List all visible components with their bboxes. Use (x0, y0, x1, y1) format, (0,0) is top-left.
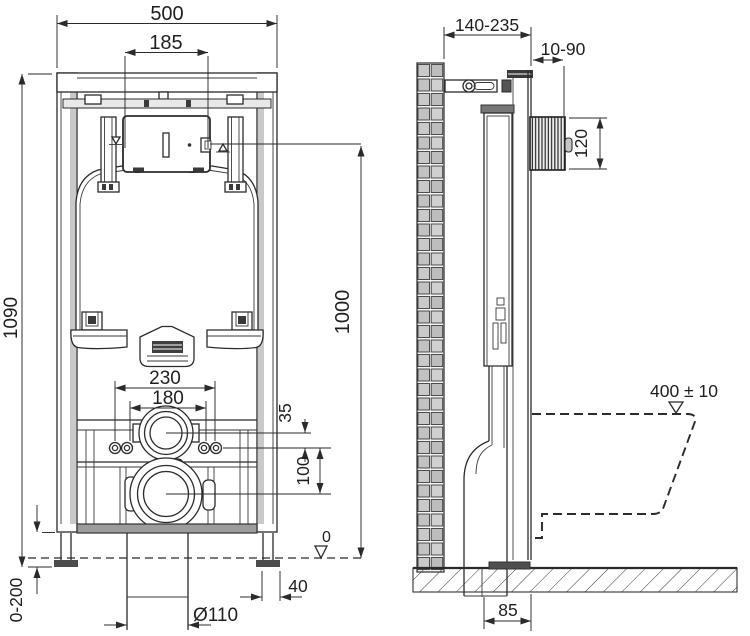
dim-floor-level: 0 (322, 529, 331, 546)
front-view: 500 185 1090 1000 230 180 (1, 3, 365, 630)
dim-inner-fixing-spacing: 180 (152, 388, 184, 409)
flush-plate-opening (122, 115, 212, 173)
guide-rail-left (97, 116, 120, 193)
dim-drain-to-wall: 85 (498, 600, 517, 620)
mounting-frame (56, 72, 278, 533)
dim-outer-fixing-spacing: 230 (149, 368, 181, 389)
dim-foot-offset: 40 (288, 576, 308, 596)
bowl-level-marker-icon (667, 401, 685, 415)
zero-level-marker-icon (313, 545, 329, 560)
water-supply-valve (444, 79, 512, 93)
dim-button-panel-height: 120 (571, 129, 591, 158)
drain-elbow (463, 366, 508, 597)
floor-slab (412, 566, 738, 593)
dim-frame-width: 500 (150, 3, 183, 25)
toilet-bowl-outline (531, 413, 697, 539)
dim-drain-offset: 100 (293, 456, 313, 485)
dim-frame-height: 1090 (1, 297, 22, 339)
wall-section (416, 62, 445, 573)
dim-flush-plate-width: 185 (149, 32, 182, 54)
adjustable-feet (54, 533, 280, 567)
front-dimensions: 500 185 1090 1000 230 180 (1, 3, 365, 629)
side-view: 140-235 10-90 120 400 ± 10 85 (412, 15, 738, 631)
dim-wall-finish-range: 10-90 (541, 39, 586, 59)
dim-bowl-height: 400 ± 10 (650, 381, 718, 401)
side-dimensions: 140-235 10-90 120 400 ± 10 85 (443, 15, 718, 631)
dim-foot-adjust-range: 0-200 (6, 577, 26, 622)
cistern-side (480, 104, 515, 367)
dim-flush-plate-height: 1000 (332, 290, 354, 335)
bottom-rail (76, 523, 258, 534)
fixing-bolts (108, 441, 223, 455)
level-marker-icon (109, 136, 230, 153)
dim-flush-offset: 35 (275, 403, 295, 422)
frame-foot-side (488, 561, 531, 570)
guide-rail-right (224, 116, 247, 193)
dim-frame-depth-range: 140-235 (455, 15, 519, 35)
flush-button-panel (529, 116, 573, 171)
tank-brackets (70, 311, 264, 368)
dim-drain-diameter: Ø110 (193, 605, 238, 626)
drain-pipe-below (126, 533, 189, 630)
